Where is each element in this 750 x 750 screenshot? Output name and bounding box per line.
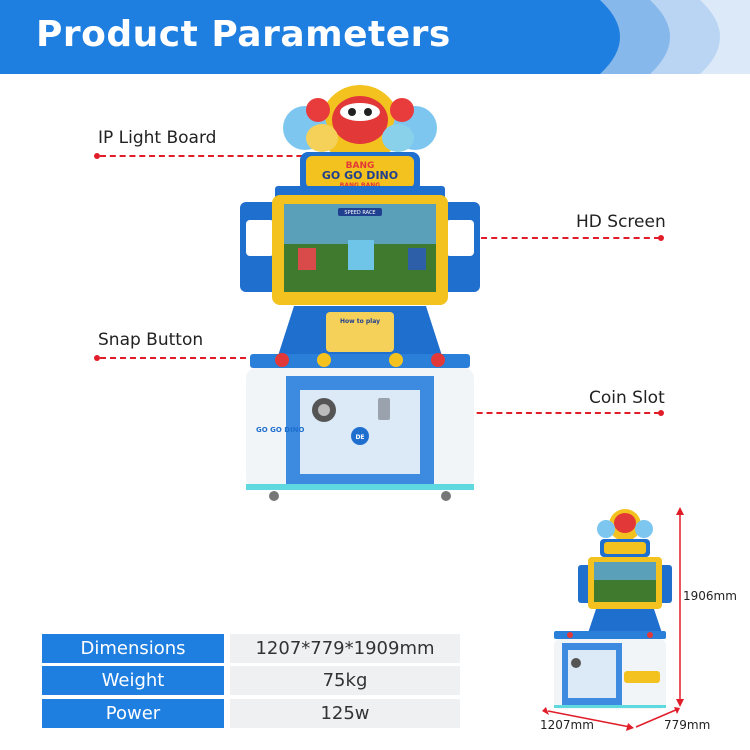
marquee-line2: GO GO DINO (322, 169, 398, 182)
callout-ip-light-board-line (100, 155, 322, 157)
header-banner: Product Parameters (0, 0, 750, 74)
side-logo: GO GO DINO (256, 426, 305, 434)
marquee-line3: BANG BANG (340, 182, 380, 189)
callout-hd-screen-dot (658, 235, 664, 241)
spec-key-weight: Weight (42, 666, 224, 695)
dimension-width-label: 1207mm (540, 718, 594, 732)
screen-banner: SPEED RACE (344, 210, 375, 216)
machine-badge: DE (355, 434, 364, 441)
how-to-play-text: How to play (340, 318, 380, 325)
spec-value-power: 125w (230, 699, 460, 728)
callout-hd-screen-label: HD Screen (576, 212, 666, 232)
callout-snap-button-label: Snap Button (98, 330, 204, 350)
callout-snap-button-line (100, 357, 276, 359)
callout-ip-light-board-dot (94, 153, 100, 159)
callout-coin-slot-dot (658, 410, 664, 416)
callout-coin-slot-label: Coin Slot (589, 388, 665, 408)
callout-snap-button-dot (94, 355, 100, 361)
dimension-height-label: 1906mm (683, 589, 737, 603)
arcade-machine-illustration: BANG GO GO DINO BANG BANG SPEED RACE How… (240, 85, 480, 501)
spec-key-dimensions: Dimensions (42, 634, 224, 663)
spec-value-weight: 75kg (230, 666, 460, 695)
marquee-line1: BANG (346, 161, 375, 171)
spec-key-power: Power (42, 699, 224, 728)
callout-ip-light-board-label: IP Light Board (98, 128, 217, 148)
callout-coin-slot-line (388, 412, 660, 414)
page-title: Product Parameters (36, 14, 451, 55)
dimension-diagram (542, 507, 684, 731)
header-banner-shape (0, 0, 750, 74)
spec-value-dimensions: 1207*779*1909mm (230, 634, 460, 663)
dimension-depth-label: 779mm (664, 718, 711, 732)
callout-hd-screen-line (420, 237, 660, 239)
